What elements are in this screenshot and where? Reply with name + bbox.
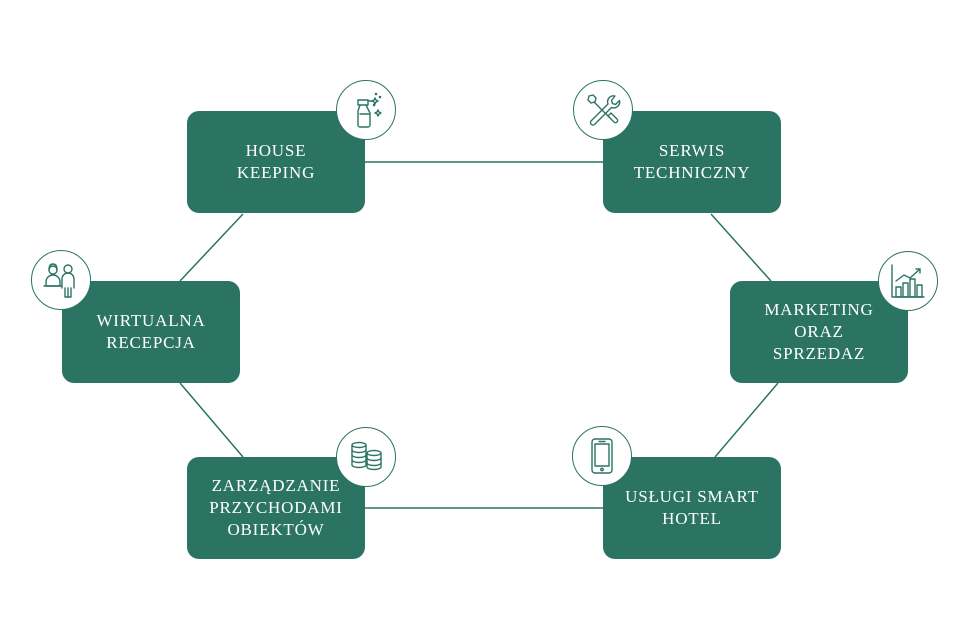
node-zarzadzanie: ZARZĄDZANIE PRZYCHODAMI OBIEKTÓW xyxy=(187,457,365,559)
badge-housekeeping xyxy=(336,80,396,140)
node-label-line: OBIEKTÓW xyxy=(227,520,325,539)
badge-serwis xyxy=(573,80,633,140)
node-label-line: KEEPING xyxy=(236,163,316,182)
node-serwis: SERWIS TECHNICZNY xyxy=(603,111,781,213)
node-label-line: HOTEL xyxy=(662,509,722,528)
node-label-line: WIRTUALNA xyxy=(96,311,206,330)
node-label-line: ZARZĄDZANIE xyxy=(211,476,341,495)
badge-marketing xyxy=(878,251,938,311)
smartphone-icon xyxy=(591,438,613,474)
node-marketing: MARKETING ORAZ SPRZEDAZ xyxy=(730,281,908,383)
badge-zarzadzanie xyxy=(336,427,396,487)
bar-chart-icon xyxy=(891,264,925,298)
coins-icon xyxy=(351,441,382,471)
tools-icon xyxy=(587,94,621,126)
connector-serwis-marketing xyxy=(710,213,772,282)
connector-wirtualna-zarzadzanie xyxy=(179,382,244,458)
node-label-line: USŁUGI SMART xyxy=(625,487,759,506)
node-housekeeping: HOUSE KEEPING xyxy=(187,111,365,213)
connector-housekeeping-wirtualna xyxy=(179,213,244,282)
badge-wirtualna xyxy=(31,250,91,310)
node-label-line: MARKETING xyxy=(764,300,874,319)
node-label-line: RECEPCJA xyxy=(106,333,196,352)
node-label-line: ORAZ xyxy=(794,322,844,341)
people-icon xyxy=(43,263,75,298)
node-label-line: SERWIS xyxy=(658,141,726,160)
connector-marketing-uslugi xyxy=(714,382,779,458)
node-uslugi: USŁUGI SMART HOTEL xyxy=(603,457,781,559)
node-label-line: TECHNICZNY xyxy=(633,163,751,182)
badge-uslugi xyxy=(572,426,632,486)
node-label-line: PRZYCHODAMI xyxy=(209,498,343,517)
spray-bottle-icon xyxy=(357,92,382,128)
node-label-line: SPRZEDAZ xyxy=(772,344,866,363)
node-label-line: HOUSE xyxy=(245,141,307,160)
node-wirtualna: WIRTUALNA RECEPCJA xyxy=(62,281,240,383)
